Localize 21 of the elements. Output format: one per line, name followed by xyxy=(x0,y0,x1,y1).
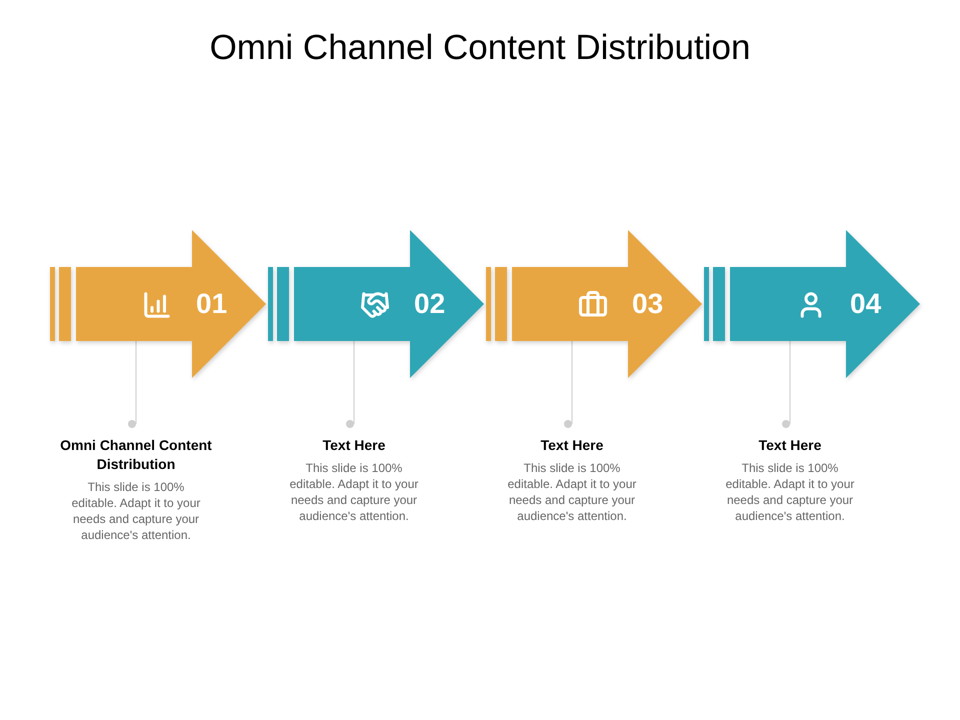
item-heading: Omni Channel Content Distribution xyxy=(59,436,213,474)
item-description: This slide is 100% editable. Adapt it to your needs and capture your audience's attention. xyxy=(724,460,856,524)
arrow-banner xyxy=(486,230,702,378)
step-number: 02 xyxy=(414,290,446,318)
arrow-banner xyxy=(50,230,266,378)
item-heading: Text Here xyxy=(322,436,386,455)
leader-line xyxy=(564,341,573,428)
item-heading: Text Here xyxy=(758,436,822,455)
slide-title: Omni Channel Content Distribution xyxy=(208,27,752,69)
leader-line xyxy=(782,341,791,428)
leader-line xyxy=(346,341,355,428)
item-description: This slide is 100% editable. Adapt it to your needs and capture your audience's attention. xyxy=(506,460,638,524)
step-number: 01 xyxy=(196,290,228,318)
item-heading: Text Here xyxy=(540,436,604,455)
step-number: 03 xyxy=(632,290,664,318)
step-number: 04 xyxy=(850,290,882,318)
item-description: This slide is 100% editable. Adapt it to your needs and capture your audience's attention. xyxy=(70,479,202,543)
arrow-banner xyxy=(268,230,484,378)
leader-line xyxy=(128,341,137,428)
arrow-banner xyxy=(704,230,920,378)
item-description: This slide is 100% editable. Adapt it to your needs and capture your audience's attention. xyxy=(288,460,420,524)
